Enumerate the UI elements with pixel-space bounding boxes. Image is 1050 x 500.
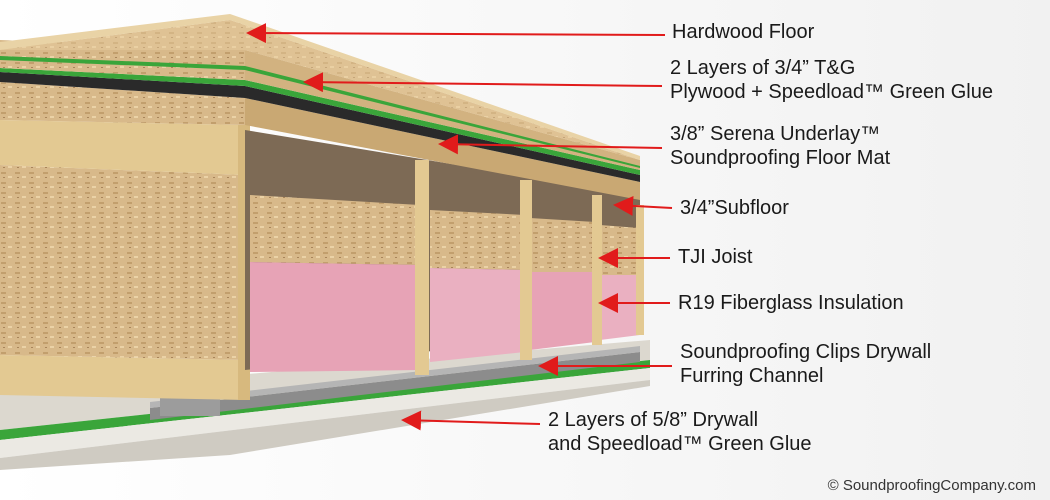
arrow-drywall-green-glue (401, 410, 541, 431)
label-line: Soundproofing Floor Mat (670, 147, 891, 169)
label-line: 3/8” Serena Underlay™ (670, 123, 881, 145)
label-fiberglass-insulation: R19 Fiberglass Insulation (678, 291, 904, 315)
label-line: R19 Fiberglass Insulation (678, 292, 904, 314)
arrow-serena-underlay (438, 134, 663, 155)
fiberglass-insulation (250, 262, 640, 372)
label-line: and Speedload™ Green Glue (548, 433, 812, 455)
rim-board (0, 120, 250, 400)
arrow-subfloor (613, 195, 673, 216)
copyright-credit: © SoundproofingCompany.com (827, 477, 1036, 494)
label-line: Plywood + Speedload™ Green Glue (670, 81, 993, 103)
tji-joists (415, 160, 644, 375)
label-line: Hardwood Floor (672, 21, 815, 43)
furring-channel (150, 346, 640, 420)
label-tji-joist: TJI Joist (678, 245, 752, 269)
label-line: Furring Channel (680, 365, 824, 387)
label-line: 2 Layers of 5/8” Drywall (548, 409, 759, 431)
label-hardwood-floor: Hardwood Floor (672, 20, 814, 44)
callout-arrows (246, 23, 673, 431)
label-line: TJI Joist (678, 246, 753, 268)
label-subfloor: 3/4”Subfloor (680, 196, 789, 220)
label-line: Soundproofing Clips Drywall (680, 341, 932, 363)
arrow-hardwood-floor (246, 23, 666, 44)
arrow-plywood-green-glue (303, 72, 663, 93)
label-line: 3/4”Subfloor (680, 197, 789, 219)
label-line: 2 Layers of 3/4” T&G (670, 57, 856, 79)
